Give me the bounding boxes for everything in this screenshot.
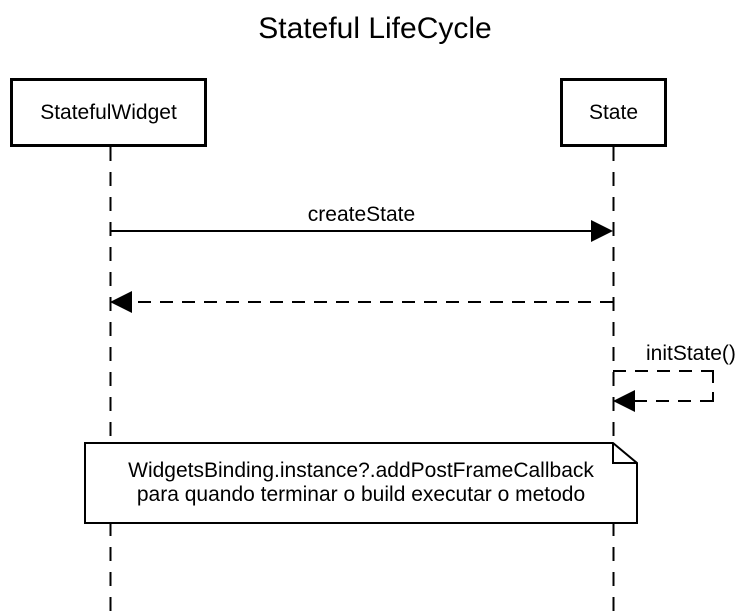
participant-statefulwidget-label: StatefulWidget xyxy=(40,100,177,124)
participant-state-label: State xyxy=(588,100,639,124)
note-fold-icon xyxy=(612,443,637,464)
note: WidgetsBinding.instance?.addPostFrameCal… xyxy=(85,459,637,507)
arrowhead-right-icon xyxy=(591,220,613,242)
participant-state: State xyxy=(560,78,667,147)
message-initstate-label: initState() xyxy=(646,342,736,365)
diagram-title: Stateful LifeCycle xyxy=(258,12,492,45)
message-createstate-label: createState xyxy=(307,203,416,226)
arrowhead-left-icon xyxy=(110,291,132,313)
note-line-2: para quando terminar o build executar o … xyxy=(136,483,586,506)
arrowhead-left-self-icon xyxy=(613,390,635,412)
note-line-1: WidgetsBinding.instance?.addPostFrameCal… xyxy=(128,459,594,482)
note-shape xyxy=(84,442,638,524)
participant-statefulwidget: StatefulWidget xyxy=(10,78,207,147)
